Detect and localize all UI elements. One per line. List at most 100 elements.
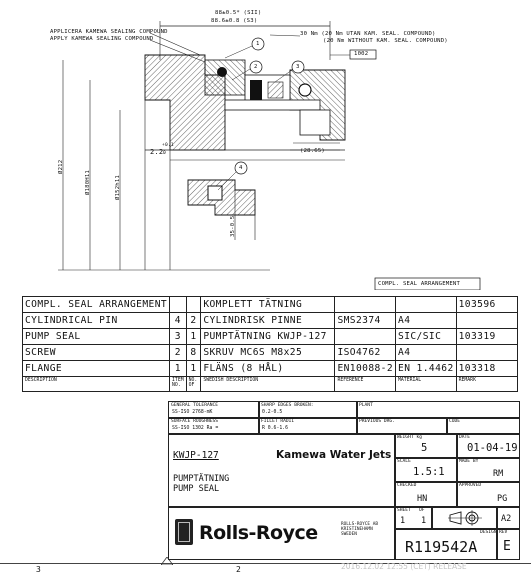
rolls-royce-logo: Rolls-Royce: [199, 522, 318, 544]
sharp-edges-cell: SHARP EDGES BROKEN: 0.2-0.5: [258, 401, 358, 419]
rev-label: REV: [499, 530, 508, 535]
row-sv: PUMPTÄTNING KWJP-127: [200, 328, 336, 345]
hdr-ref: REFERENCE: [334, 376, 397, 392]
dim-28-65: (28.65): [300, 148, 325, 154]
row-desc: FLANGE: [21, 360, 171, 377]
title-en: COMPL. SEAL ARRANGEMENT: [21, 296, 171, 313]
sheet-label: SHEET: [397, 508, 411, 513]
row-code: 103318: [455, 360, 519, 377]
hdr-item: ITEM NO.: [169, 376, 187, 392]
row-qty: 8: [185, 344, 202, 361]
dim-35: 35-0.5: [230, 215, 236, 237]
fillet-cell: FILLET RADII R 0.6-1.6: [258, 417, 358, 435]
size-value: A2: [501, 514, 512, 524]
approved-label: APPROVED: [459, 483, 482, 488]
row-desc: SCREW: [21, 344, 171, 361]
sheet-cell: SHEET 1 OF 1: [394, 506, 433, 530]
hdr-no: NO. OF: [185, 376, 202, 392]
scale-cell: SCALE 1.5:1: [394, 457, 458, 483]
approved-value: PG: [497, 494, 508, 504]
drawing-number: R119542A: [405, 538, 478, 556]
company-line: Kamewa Water Jets: [276, 449, 392, 461]
rev-cell: REV E: [496, 528, 520, 560]
hdr-desc: DESCRIPTION: [21, 376, 171, 392]
rolls-royce-badge-icon: [175, 519, 193, 545]
hdr-mat: MATERIAL: [395, 376, 457, 392]
dim-top-2: 88.6±0.8 (S3): [211, 18, 258, 24]
row-item: 1: [169, 360, 187, 377]
row-ref: EN10088-2: [334, 360, 397, 377]
table-row: CYLINDRICAL PIN 4 2 CYLINDRISK PINNE SMS…: [21, 312, 519, 329]
row-sv: FLÄNS (8 HÅL): [200, 360, 336, 377]
torque-note-2: (20 Nm WITHOUT KAM. SEAL. COMPOUND): [323, 38, 448, 44]
row-qty: 1: [185, 360, 202, 377]
name-swedish: PUMPTÄTNING: [173, 474, 230, 484]
row-item: 4: [169, 312, 187, 329]
row-mat: EN 1.4462: [395, 360, 457, 377]
code-label: CODE: [449, 419, 461, 424]
dim-2-2-upper: +0.1: [162, 143, 174, 148]
company-address: ROLLS-ROYCE AB KRISTINEHAMN SWEDEN: [341, 522, 379, 537]
of-label: OF: [419, 508, 425, 513]
made-label: MADE BY: [459, 459, 479, 464]
row-code: 103319: [455, 328, 519, 345]
frame-zone-mark-right: 2: [236, 565, 242, 574]
design-label: DESIGN: [480, 530, 497, 535]
table-row: FLANGE 1 1 FLÄNS (8 HÅL) EN10088-2 EN 1.…: [21, 360, 519, 377]
hdr-remark: REMARK: [455, 376, 519, 392]
row-ref: [334, 328, 397, 345]
name-english: PUMP SEAL: [173, 484, 220, 494]
checked-label: CHECKED: [397, 483, 417, 488]
scale-value: 1.5:1: [413, 466, 445, 478]
row-desc: PUMP SEAL: [21, 328, 171, 345]
rough-label: SURFACE ROUGHNESS: [171, 419, 219, 424]
scale-label: SCALE: [397, 459, 411, 464]
release-watermark: 2016.12.02 12:55 (CET) RELEASE: [341, 562, 467, 571]
code-cell: CODE: [446, 417, 520, 435]
checked-cell: CHECKED HN: [394, 481, 458, 508]
prev-drg-cell: PREVIOUS DRG.: [356, 417, 448, 435]
dim-2-2-lower: 0: [163, 151, 166, 156]
fillet-value: R 0.6-1.6: [262, 426, 288, 431]
of-value: 1: [421, 516, 427, 526]
table-row: PUMP SEAL 3 1 PUMPTÄTNING KWJP-127 SIC/S…: [21, 328, 519, 345]
prev-label: PREVIOUS DRG.: [359, 419, 395, 424]
sharp-value: 0.2-0.5: [262, 410, 283, 415]
date-label: DATE: [459, 435, 471, 440]
row-item: 3: [169, 328, 187, 345]
roughness-cell: SURFACE ROUGHNESS SS-ISO 1302 Ra =: [168, 417, 260, 435]
title-sv: KOMPLETT TÄTNING: [200, 296, 336, 313]
gen-tol-cell: GENERAL TOLERANCE SS-ISO 2768-mK: [168, 401, 260, 419]
dim-152: Ø152h11: [115, 175, 121, 200]
section-drawing: [58, 21, 481, 290]
balloon-4: 4: [239, 165, 243, 171]
part-number: KWJP-127: [173, 450, 219, 461]
row-sv: SKRUV MC6S M8x25: [200, 344, 336, 361]
parts-list: COMPL. SEAL ARRANGEMENT KOMPLETT TÄTNING…: [21, 296, 519, 392]
note-apply-en: APPLY KAMEWA SEALING COMPOUND: [50, 36, 154, 42]
frame-bottom-line: [0, 563, 531, 564]
balloon-2: 2: [254, 64, 258, 70]
ref-box-label: 1002: [354, 51, 369, 57]
sharp-label: SHARP EDGES BROKEN:: [261, 403, 314, 408]
plant-label: PLANT: [359, 403, 373, 408]
row-item: 2: [169, 344, 187, 361]
row-ref: SMS2374: [334, 312, 397, 329]
dim-212: Ø212: [58, 159, 64, 174]
dim-top-1: 88±0.5* (SII): [215, 10, 262, 16]
note-apply-sv: APPLICERA KAMEWA SEALING COMPOUND: [50, 29, 168, 35]
torque-note-1: 30 Nm (20 Nm UTAN KAM. SEAL. COMPOUND): [300, 31, 436, 37]
sheet-value: 1: [400, 516, 406, 526]
hdr-sv: SWEDISH DESCRIPTION: [200, 376, 336, 392]
frame-zone-mark-left: 3: [36, 565, 42, 574]
row-mat: A4: [395, 344, 457, 361]
row-mat: SIC/SIC: [395, 328, 457, 345]
weight-label: WEIGHT kg: [397, 435, 422, 440]
dim-2-2: 2.2: [150, 148, 164, 156]
date-cell: DATE 01-04-19: [456, 433, 520, 459]
dim-180: Ø180H11: [85, 170, 91, 195]
made-by-cell: MADE BY RM: [456, 457, 520, 483]
rough-value: SS-ISO 1302 Ra =: [172, 426, 219, 431]
size-cell: A2: [496, 506, 520, 530]
table-row: SCREW 2 8 SKRUV MC6S M8x25 ISO4762 A4: [21, 344, 519, 361]
